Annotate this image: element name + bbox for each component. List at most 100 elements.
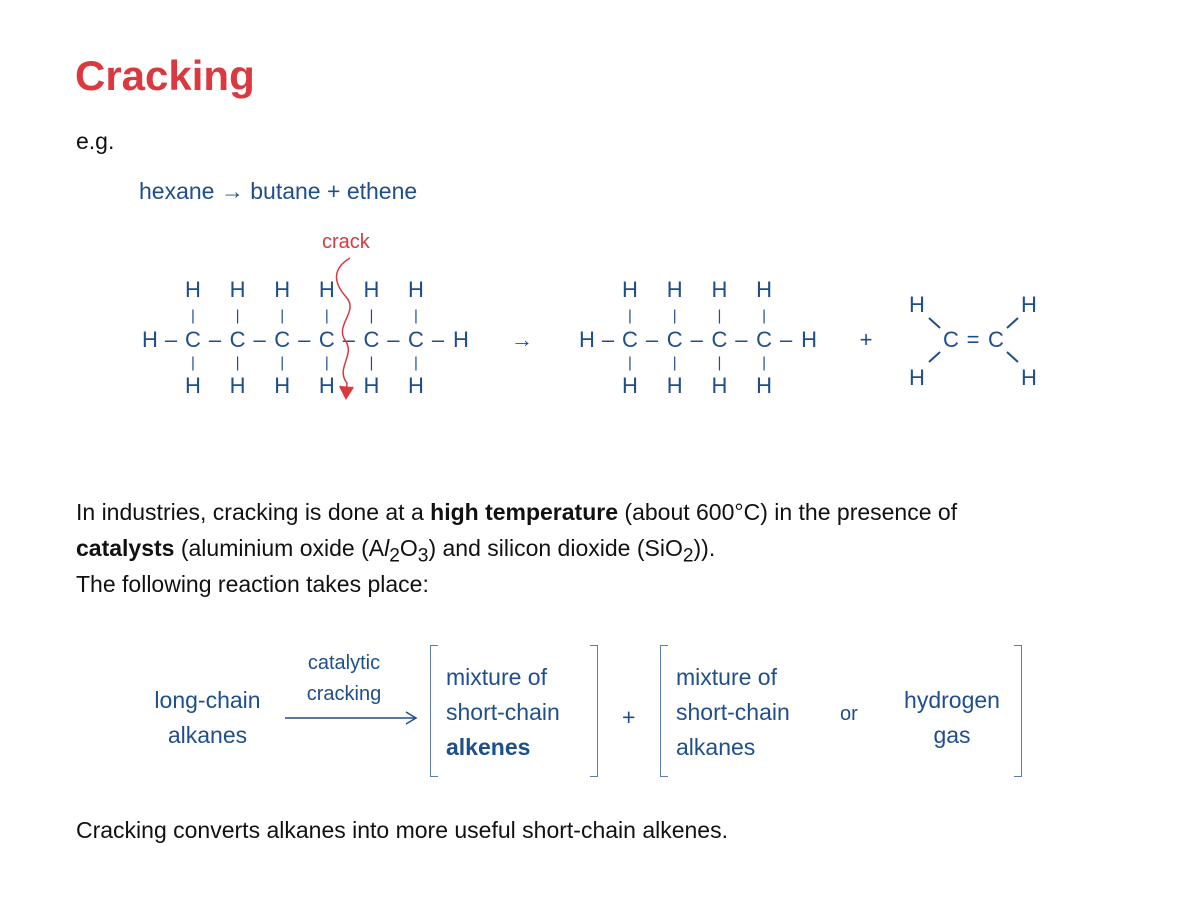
hydrogen-atom: H [756, 277, 773, 302]
hydrogen-atom: H [318, 277, 335, 302]
product-butane: butane [250, 178, 321, 204]
single-bond: | [280, 307, 285, 325]
reactant-hexane: hexane [139, 178, 215, 204]
crack-wavy-line [335, 257, 351, 396]
single-bond: | [762, 354, 767, 372]
hydrogen-atom: H [363, 373, 380, 398]
hydrogen-atom: H [622, 373, 638, 398]
single-bond: | [414, 354, 418, 372]
hydrogen-atom: H [363, 277, 380, 302]
bracket-left-2 [660, 645, 668, 777]
arrow-icon: → [220, 178, 244, 204]
carbon-atom: C [666, 327, 683, 352]
single-bond: – [298, 327, 311, 352]
bracket-left-1 [430, 645, 438, 777]
reaction-arrowhead-icon [405, 711, 418, 725]
single-bond: – [735, 327, 748, 352]
single-bond: | [762, 307, 767, 325]
paragraph-line-3: The following reaction takes place: [76, 571, 429, 597]
single-bond: | [369, 354, 374, 372]
single-bond: – [601, 327, 615, 352]
single-bond: | [717, 354, 722, 372]
hydrogen-atom: H [622, 277, 638, 302]
bracket-right-1 [590, 645, 598, 777]
single-bond: | [672, 307, 677, 325]
single-bond: | [191, 354, 195, 372]
or-label: or [840, 703, 858, 725]
hydrogen-atom: H [274, 277, 291, 302]
single-bond: | [628, 354, 632, 372]
carbon-atom: C [988, 327, 1004, 352]
hydrogen-atom: H [274, 373, 291, 398]
hydrogen-atom: H [229, 277, 246, 302]
hydrogen-atom: H [756, 373, 773, 398]
single-bond: – [164, 327, 178, 352]
hydrogen-atom: H [453, 327, 469, 352]
plus-sign: + [622, 704, 636, 730]
plus-sign: + [327, 178, 341, 204]
hydrogen-atom: H [1021, 292, 1037, 317]
conclusion: Cracking converts alkanes into more usef… [76, 817, 728, 843]
word-equation: hexane → butane + ethene [139, 178, 417, 205]
hydrogen-atom: H [408, 373, 424, 398]
single-bond: | [191, 307, 195, 325]
single-bond: | [369, 307, 374, 325]
hydrogen-atom: H [408, 277, 424, 302]
hydrogen-atom: H [711, 373, 728, 398]
single-bond: – [253, 327, 266, 352]
single-bond: | [628, 307, 632, 325]
paragraph-line-2: catalysts (aluminium oxide (Al2O3) and s… [76, 535, 716, 567]
crack-arrowhead-icon [339, 385, 354, 401]
single-bond: | [235, 307, 240, 325]
carbon-atom: C [363, 327, 380, 352]
hydrogen-atom: H [142, 327, 158, 352]
carbon-atom: C [943, 327, 959, 352]
carbon-atom: C [229, 327, 246, 352]
single-bond: | [235, 354, 240, 372]
single-bond: | [324, 354, 329, 372]
single-bond: – [645, 327, 659, 352]
hydrogen-atom: H [909, 365, 925, 390]
single-bond: | [324, 307, 329, 325]
hydrogen-atom: H [185, 277, 201, 302]
hydrogen-atom: H [318, 373, 335, 398]
carbon-atom: C [756, 327, 773, 352]
eg-label: e.g. [76, 128, 115, 154]
single-bond: – [779, 327, 793, 352]
carbon-atom: C [318, 327, 335, 352]
hydrogen-atom: H [711, 277, 728, 302]
paragraph-line-1: In industries, cracking is done at a hig… [76, 499, 958, 525]
carbon-atom: C [274, 327, 291, 352]
single-bond: – [342, 327, 355, 352]
single-bond: | [280, 354, 285, 372]
crack-label: crack [322, 231, 370, 253]
single-bond: | [414, 307, 418, 325]
arrow-icon: → [511, 327, 533, 352]
plus-sign: + [859, 327, 873, 352]
slide-title: Cracking [75, 52, 255, 99]
hydrogen-atom: H [666, 277, 683, 302]
double-bond: = [966, 327, 980, 352]
hydrogen-atom: H [801, 327, 818, 352]
single-bond: | [672, 354, 677, 372]
hydrogen-atom: H [1021, 365, 1037, 390]
single-bond: – [431, 327, 445, 352]
hydrogen-atom: H [909, 292, 925, 317]
carbon-atom: C [408, 327, 424, 352]
hydrogen-atom: H [666, 373, 683, 398]
carbon-atom: C [185, 327, 201, 352]
hydrogen-atom: H [579, 327, 595, 352]
single-bond: – [690, 327, 703, 352]
hydrogen-atom: H [229, 373, 246, 398]
product-ethene: ethene [346, 178, 418, 204]
carbon-atom: C [622, 327, 638, 352]
single-bond: – [208, 327, 222, 352]
ethene-bonds [928, 317, 1019, 363]
single-bond: – [387, 327, 400, 352]
